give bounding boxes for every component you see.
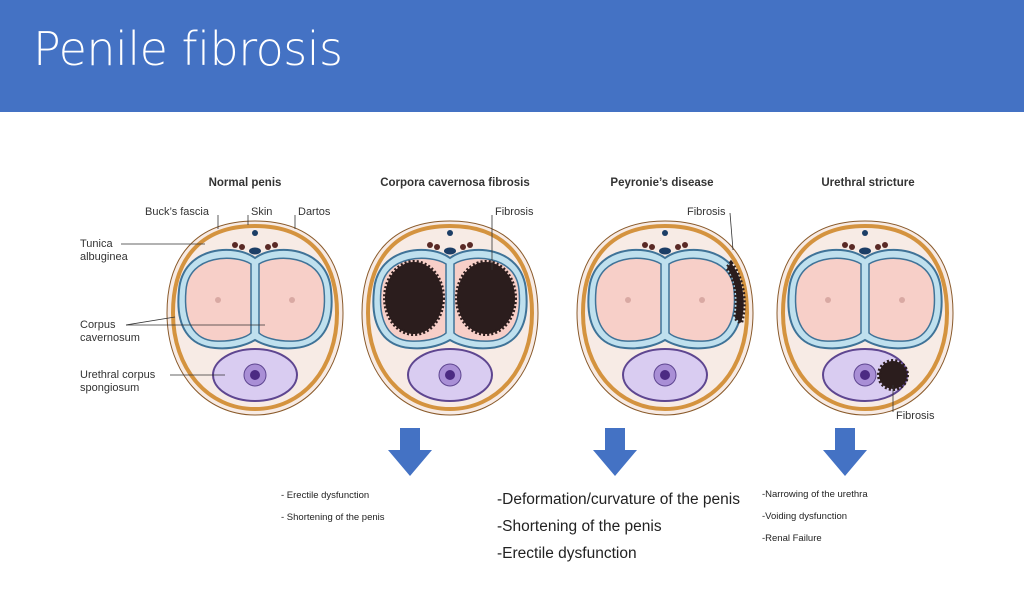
label-bucks-fascia: Buck’s fascia [145, 206, 209, 218]
label-line: Tunica [80, 238, 113, 250]
down-arrow-icon [593, 428, 637, 476]
consequences-peyronie: -Deformation/curvature of the penis -Sho… [497, 486, 740, 567]
slide-header: Penile fibrosis [0, 0, 1024, 112]
label-skin: Skin [251, 206, 273, 218]
consequence-item: -Erectile dysfunction [497, 545, 637, 562]
consequences-stricture: -Narrowing of the urethra -Voiding dysfu… [762, 484, 868, 550]
consequence-item: -Narrowing of the urethra [762, 489, 868, 500]
consequence-item: -Renal Failure [762, 533, 822, 544]
label-fibrosis-peyronie: Fibrosis [687, 206, 726, 218]
diagram-urethral-stricture [775, 219, 955, 417]
diagram-title-normal: Normal penis [208, 177, 282, 189]
label-line: cavernosum [80, 332, 140, 344]
diagram-title-peyronie: Peyronie’s disease [610, 177, 714, 189]
label-fibrosis-cavernosa: Fibrosis [495, 206, 534, 218]
diagram-corpora-fibrosis [360, 219, 540, 417]
fibrosis-plaque [724, 259, 746, 327]
consequence-item: -Voiding dysfunction [762, 511, 848, 522]
consequence-item: -Deformation/curvature of the penis [497, 491, 740, 508]
label-dartos: Dartos [298, 206, 331, 218]
fibrosis-mass [877, 359, 909, 391]
arrows [388, 428, 867, 476]
diagram-title-cavernosa: Corpora cavernosa fibrosis [380, 177, 530, 189]
down-arrow-icon [823, 428, 867, 476]
label-line: Urethral corpus [80, 369, 156, 381]
down-arrow-icon [388, 428, 432, 476]
label-fibrosis-stricture: Fibrosis [896, 410, 935, 422]
label-line: spongiosum [80, 382, 140, 394]
consequences-cavernosa: - Erectile dysfunction - Shortening of t… [281, 485, 385, 529]
consequence-item: - Erectile dysfunction [281, 490, 370, 501]
diagram-title-stricture: Urethral stricture [821, 177, 915, 189]
diagram-peyronie [575, 219, 755, 417]
consequence-item: -Shortening of the penis [497, 518, 662, 535]
diagram-normal-penis [165, 219, 345, 417]
label-line: albuginea [80, 251, 128, 263]
consequence-item: - Shortening of the penis [281, 512, 385, 523]
slide-title: Penile fibrosis [33, 22, 343, 76]
label-line: Corpus [80, 319, 116, 331]
fibrosis-right [455, 260, 517, 336]
fibrosis-left [383, 260, 445, 336]
